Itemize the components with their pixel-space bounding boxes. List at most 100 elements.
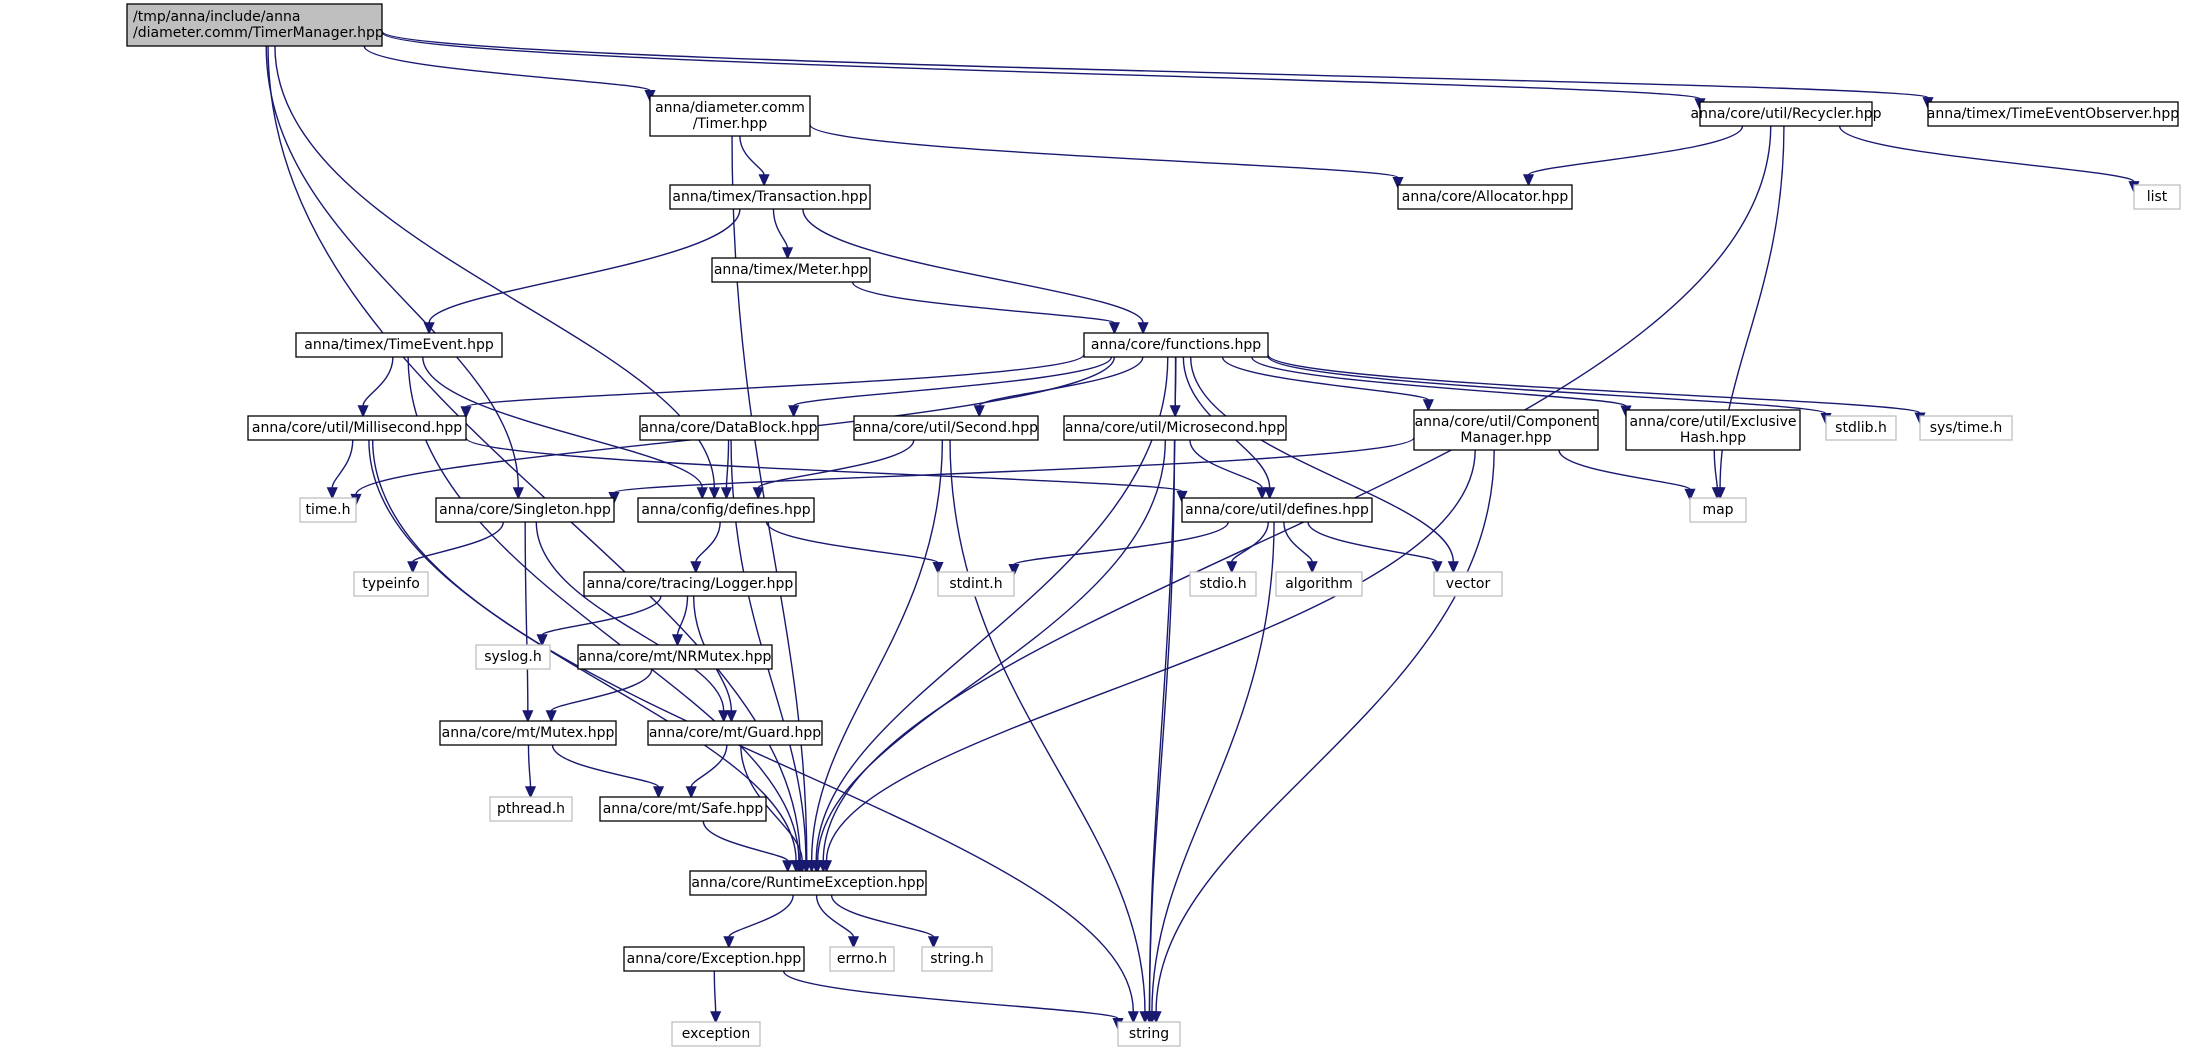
edge-line <box>1155 449 1495 1013</box>
arrowhead-icon <box>522 710 534 723</box>
node-meter[interactable]: anna/timex/Meter.hpp <box>711 257 871 283</box>
node-systime: sys/time.h <box>1919 415 2013 441</box>
edge-line <box>949 439 1146 1013</box>
node-utildefines[interactable]: anna/core/util/defines.hpp <box>1181 497 1373 523</box>
node-label: vector <box>1446 576 1491 592</box>
node-label: anna/core/util/Microsecond.hpp <box>1065 420 1285 436</box>
node-mutex[interactable]: anna/core/mt/Mutex.hpp <box>439 720 617 746</box>
node-allocator[interactable]: anna/core/Allocator.hpp <box>1397 184 1573 210</box>
node-box <box>649 95 811 137</box>
arrowhead-icon <box>710 1011 722 1024</box>
edge-line <box>465 353 1085 408</box>
node-safe[interactable]: anna/core/mt/Safe.hpp <box>599 796 767 822</box>
node-box <box>489 796 573 822</box>
edge-line <box>363 45 651 92</box>
node-box <box>295 332 503 358</box>
node-guard[interactable]: anna/core/mt/Guard.hpp <box>647 720 823 746</box>
node-microsecond[interactable]: anna/core/util/Microsecond.hpp <box>1063 415 1287 441</box>
node-timeh: time.h <box>299 497 357 523</box>
node-label: anna/core/functions.hpp <box>1091 337 1261 353</box>
node-cfgdefines[interactable]: anna/config/defines.hpp <box>637 497 815 523</box>
arrowhead-icon <box>1306 561 1318 574</box>
arrowhead-icon <box>696 487 708 500</box>
edge-line <box>782 970 1119 1020</box>
node-box <box>1189 571 1257 597</box>
node-string: string <box>1117 1021 1181 1047</box>
node-box <box>637 497 815 523</box>
node-exception: exception <box>671 1021 761 1047</box>
edge-compmgr-to-map <box>1558 449 1696 502</box>
edge-line <box>792 356 1113 407</box>
node-box <box>583 571 797 597</box>
node-singleton[interactable]: anna/core/Singleton.hpp <box>435 497 615 523</box>
edge-millisecond-to-utildefines <box>465 437 1188 504</box>
edge-line <box>1189 356 1455 563</box>
edge-line <box>527 744 532 788</box>
arrowhead-icon <box>927 936 940 949</box>
arrowhead-icon <box>752 487 764 500</box>
edge-utildefines-to-vector <box>1307 521 1443 574</box>
node-box <box>1275 571 1363 597</box>
edge-timeevent-to-millisecond <box>357 356 394 418</box>
edge-line <box>1267 354 1921 414</box>
node-label: anna/core/mt/Guard.hpp <box>649 725 821 741</box>
node-exception_hpp[interactable]: anna/core/Exception.hpp <box>623 946 805 972</box>
arrowhead-icon <box>1226 561 1238 574</box>
edge-line <box>702 820 789 862</box>
node-root: /tmp/anna/include/anna/diameter.comm/Tim… <box>126 3 384 47</box>
node-datablock[interactable]: anna/core/DataBlock.hpp <box>639 415 819 441</box>
arrowhead-icon <box>460 406 472 419</box>
edges-layer <box>265 30 2140 1031</box>
node-timer[interactable]: anna/diameter.comm/Timer.hpp <box>649 95 811 137</box>
node-rtexc[interactable]: anna/core/RuntimeException.hpp <box>689 870 927 896</box>
edge-utildefines-to-algorithm <box>1283 521 1318 574</box>
edge-nrmutex-to-mutex <box>545 668 653 723</box>
node-second[interactable]: anna/core/util/Second.hpp <box>853 415 1039 441</box>
node-recycler[interactable]: anna/core/util/Recycler.hpp <box>1691 101 1882 127</box>
node-teo[interactable]: anna/timex/TimeEventObserver.hpp <box>1927 101 2180 127</box>
node-stdint: stdint.h <box>937 571 1015 597</box>
edge-singleton-to-typeinfo <box>407 521 504 574</box>
node-box <box>439 720 617 746</box>
arrowhead-icon <box>1146 1011 1158 1024</box>
arrowhead-icon <box>685 786 697 799</box>
node-label: anna/core/Allocator.hpp <box>1402 189 1569 205</box>
edge-line <box>368 439 797 862</box>
edge-line <box>802 208 1144 324</box>
edge-transaction-to-functions <box>802 208 1149 335</box>
node-stringh: string.h <box>921 946 993 972</box>
node-algorithm: algorithm <box>1275 571 1363 597</box>
edge-root-to-timer <box>363 45 656 103</box>
node-label: anna/core/util/Second.hpp <box>854 420 1038 436</box>
node-label: stdint.h <box>949 576 1002 592</box>
edge-exclhash-to-map <box>1711 449 1723 500</box>
node-millisecond[interactable]: anna/core/util/Millisecond.hpp <box>247 415 467 441</box>
node-functions[interactable]: anna/core/functions.hpp <box>1083 332 1269 358</box>
node-box <box>1927 101 2179 127</box>
node-pthread: pthread.h <box>489 796 573 822</box>
node-box <box>2133 184 2181 210</box>
node-box <box>647 720 823 746</box>
node-box <box>1825 415 1897 441</box>
arrowhead-icon <box>812 860 824 873</box>
node-label: stdlib.h <box>1835 420 1887 436</box>
arrowhead-icon <box>718 710 730 723</box>
node-transaction[interactable]: anna/timex/Transaction.hpp <box>669 184 871 210</box>
edge-functions-to-exclhash <box>1251 356 1632 418</box>
edge-line <box>541 595 662 636</box>
node-box <box>1433 571 1503 597</box>
edge-line <box>830 894 935 938</box>
edge-singleton-to-mutex <box>522 521 534 723</box>
edge-utildefines-to-string <box>1146 521 1275 1024</box>
node-box <box>599 796 767 822</box>
edge-functions-to-string <box>1143 356 1177 1024</box>
node-timeevent[interactable]: anna/timex/TimeEvent.hpp <box>295 332 503 358</box>
arrowhead-icon <box>326 487 338 500</box>
node-logger[interactable]: anna/core/tracing/Logger.hpp <box>583 571 797 597</box>
edge-line <box>772 208 789 249</box>
node-nrmutex[interactable]: anna/core/mt/NRMutex.hpp <box>577 644 773 670</box>
node-box <box>353 571 429 597</box>
edge-rtexc-to-stringh <box>830 894 940 949</box>
